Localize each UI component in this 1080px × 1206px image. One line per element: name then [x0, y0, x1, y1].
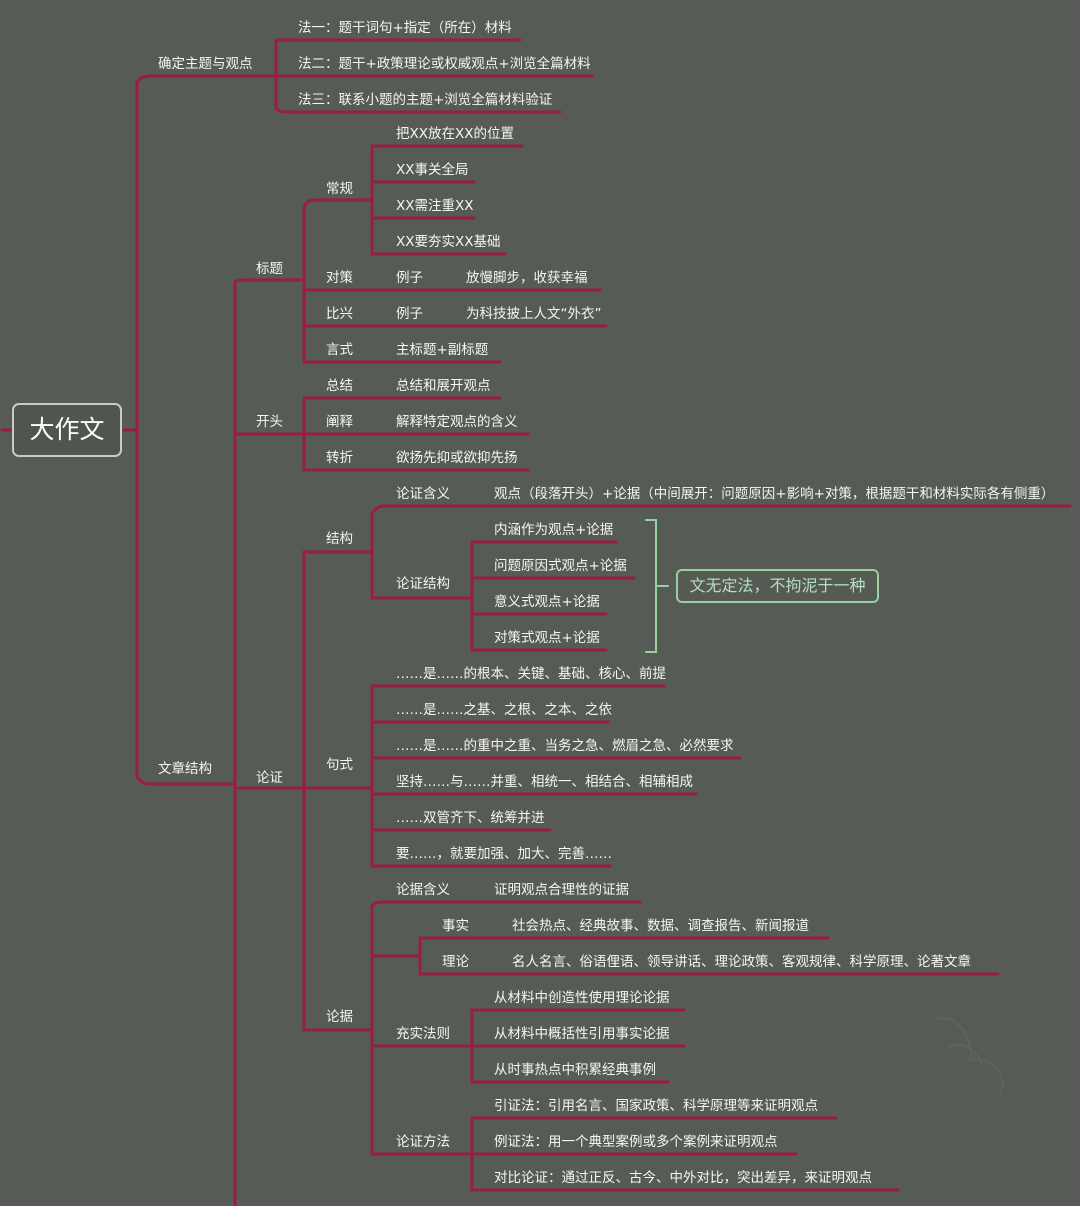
- example-text: 为科技披上人文“外衣”: [466, 306, 602, 322]
- node-evidence: 论据: [326, 1009, 353, 1025]
- opening-type: 阐释: [326, 414, 353, 430]
- enrich-rule: 从时事热点中积累经典事例: [494, 1062, 656, 1078]
- example-text: 放慢脚步，收获幸福: [466, 270, 588, 286]
- argument-methods-label: 论证方法: [396, 1134, 450, 1150]
- argument-meaning-value: 观点（段落开头）+论据（中间展开：问题原因+影响+对策，根据题干和材料实际各有侧…: [494, 486, 1055, 502]
- method-item: 法三：联系小题的主题+浏览全篇材料验证: [298, 92, 553, 108]
- node-analogy: 比兴: [326, 306, 353, 322]
- argument-structure-label: 论证结构: [396, 576, 450, 592]
- regular-item: 把XX放在XX的位置: [396, 126, 514, 142]
- example-label: 例子: [396, 306, 423, 322]
- regular-item: XX事关全局: [396, 162, 469, 178]
- node-statement-style: 言式: [326, 342, 353, 358]
- opening-desc: 解释特定观点的含义: [396, 414, 518, 430]
- enrich-rules-label: 充实法则: [396, 1026, 450, 1042]
- example-label: 例子: [396, 270, 423, 286]
- node-sentence-patterns: 句式: [326, 757, 353, 773]
- regular-item: XX要夯实XX基础: [396, 234, 501, 250]
- opening-desc: 总结和展开观点: [396, 378, 491, 394]
- evidence-meaning-value: 证明观点合理性的证据: [494, 882, 629, 898]
- sentence-pattern: 坚持……与……并重、相统一、相结合、相辅相成: [396, 774, 693, 790]
- branch-article-structure: 文章结构: [158, 761, 212, 777]
- node-regular: 常规: [326, 181, 353, 197]
- opening-type: 总结: [326, 378, 353, 394]
- sentence-pattern: ……是……的重中之重、当务之急、燃眉之急、必然要求: [396, 738, 734, 754]
- evidence-fact-value: 社会热点、经典故事、数据、调查报告、新闻报道: [512, 918, 809, 934]
- node-structure: 结构: [326, 531, 353, 547]
- statement-style-value: 主标题+副标题: [396, 342, 489, 358]
- regular-item: XX需注重XX: [396, 198, 474, 214]
- structure-type: 对策式观点+论据: [494, 630, 600, 646]
- structure-type: 问题原因式观点+论据: [494, 558, 627, 574]
- opening-desc: 欲扬先抑或欲抑先扬: [396, 450, 518, 466]
- root-node: 大作文: [12, 403, 122, 457]
- node-opening: 开头: [256, 414, 283, 430]
- enrich-rule: 从材料中创造性使用理论论据: [494, 990, 670, 1006]
- argument-method: 引证法：引用名言、国家政策、科学原理等来证明观点: [494, 1098, 818, 1114]
- structure-type: 意义式观点+论据: [494, 594, 600, 610]
- node-title: 标题: [256, 261, 283, 277]
- sentence-pattern: ……是……的根本、关键、基础、核心、前提: [396, 666, 666, 682]
- sentence-pattern: ……双管齐下、统筹并进: [396, 810, 545, 826]
- method-item: 法二：题干+政策理论或权威观点+浏览全篇材料: [298, 56, 591, 72]
- argument-method: 对比论证：通过正反、古今、中外对比，突出差异，来证明观点: [494, 1170, 872, 1186]
- opening-type: 转折: [326, 450, 353, 466]
- sentence-pattern: ……是……之基、之根、之本、之依: [396, 702, 612, 718]
- argument-method: 例证法：用一个典型案例或多个案例来证明观点: [494, 1134, 778, 1150]
- argument-meaning-label: 论证含义: [396, 486, 450, 502]
- evidence-theory-value: 名人名言、俗语俚语、领导讲话、理论政策、客观规律、科学原理、论著文章: [512, 954, 971, 970]
- evidence-theory-label: 理论: [442, 954, 469, 970]
- node-argument: 论证: [256, 770, 283, 786]
- evidence-fact-label: 事实: [442, 918, 469, 934]
- enrich-rule: 从材料中概括性引用事实论据: [494, 1026, 670, 1042]
- sentence-pattern: 要……，就要加强、加大、完善……: [396, 846, 612, 862]
- method-item: 法一：题干词句+指定（所在）材料: [298, 20, 512, 36]
- structure-note: 文无定法，不拘泥于一种: [676, 569, 879, 603]
- structure-type: 内涵作为观点+论据: [494, 522, 614, 538]
- node-countermeasure: 对策: [326, 270, 353, 286]
- branch-theme-viewpoint: 确定主题与观点: [158, 56, 253, 72]
- evidence-meaning-label: 论据含义: [396, 882, 450, 898]
